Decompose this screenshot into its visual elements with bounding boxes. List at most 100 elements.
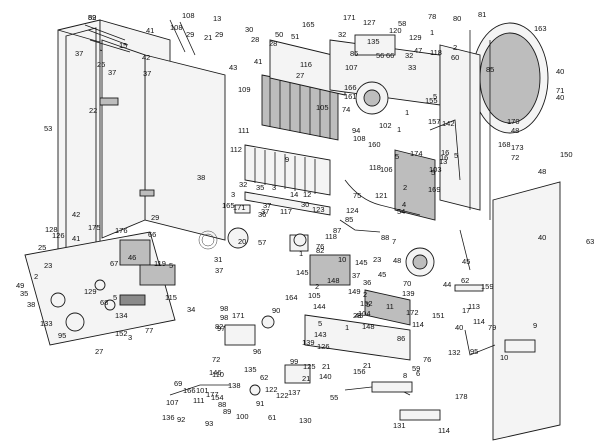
part-number-label: 32 [405, 51, 413, 60]
part-number-label: 2 [403, 183, 407, 192]
bottom-pipe [371, 381, 413, 393]
part-number-label: 131 [393, 421, 406, 430]
burner-base [244, 191, 331, 216]
part-number-label: 177 [206, 390, 219, 399]
part-number-label: 11 [386, 302, 394, 311]
part-number-label: 6 [416, 369, 420, 378]
part-number-label: 3 [231, 190, 235, 199]
part-number-label: 87 [333, 226, 341, 235]
part-number-label: 119 [154, 259, 166, 268]
part-number-label: 34 [187, 305, 195, 314]
part-number-label: 129 [409, 33, 422, 42]
part-number-label: 157 [428, 117, 441, 126]
part-number-label: 115 [165, 293, 177, 302]
part-number-label: 53 [44, 124, 52, 133]
part-number-label: 1 [299, 249, 303, 258]
part-number-label: 95 [58, 331, 66, 340]
part-number-label: 124 [346, 206, 359, 215]
part-number-label: 40 [556, 67, 564, 76]
part-number-label: 94 [352, 126, 360, 135]
part-number-label: 163 [534, 24, 547, 33]
hydraulic-block [364, 289, 411, 326]
part-number-label: 148 [362, 322, 375, 331]
part-number-label: 36 [258, 210, 266, 219]
part-number-label: 154 [211, 393, 224, 402]
part-number-label: 74 [342, 105, 350, 114]
part-number-label: 169 [428, 185, 441, 194]
part-number-label: 118 [430, 48, 442, 57]
part-number-label: 114 [412, 320, 424, 329]
part-number-label: 86 [350, 49, 358, 58]
part-number-label: 178 [455, 392, 468, 401]
part-number-label: 76 [423, 355, 431, 364]
part-number-label: 170 [507, 117, 520, 126]
part-number-label: 133 [40, 319, 53, 328]
part-number-label: 21 [302, 374, 310, 383]
burner-assembly [244, 144, 331, 196]
part-number-label: 139 [302, 338, 315, 347]
part-number-label: 56 [376, 51, 384, 60]
part-number-label: 38 [27, 300, 35, 309]
part-number-label: 143 [314, 330, 327, 339]
part-number-label: 132 [448, 348, 461, 357]
part-number-label: 152 [360, 299, 373, 308]
part-number-label: 63 [586, 237, 594, 246]
control-knob-2 [65, 312, 85, 332]
part-number-label: 40 [538, 233, 546, 242]
small-fitting-2 [261, 315, 275, 329]
control-module [139, 264, 176, 286]
part-number-label: 142 [442, 119, 455, 128]
part-number-label: 44 [443, 280, 451, 289]
part-number-label: 45 [378, 270, 386, 279]
diverter-valve [224, 324, 256, 346]
part-number-label: 98 [220, 313, 228, 322]
part-number-label: 93 [205, 419, 213, 428]
part-number-label: 135 [244, 365, 257, 374]
part-number-label: 27 [296, 71, 304, 80]
part-number-label: 1 [397, 125, 401, 134]
part-number-label: 75 [353, 191, 361, 200]
part-number-label: 54 [397, 207, 405, 216]
part-number-label: 40 [556, 93, 564, 102]
part-number-label: 140 [319, 372, 332, 381]
part-number-label: 72 [511, 153, 519, 162]
part-number-label: 33 [408, 63, 416, 72]
part-number-label: 55 [330, 393, 338, 402]
part-number-label: 8 [403, 371, 407, 380]
part-number-label: 139 [402, 289, 415, 298]
part-number-label: 12 [303, 190, 311, 199]
part-number-label: 160 [368, 140, 381, 149]
part-number-label: 9 [533, 321, 537, 330]
seal-ring-2 [201, 233, 215, 247]
small-fitting-3 [249, 384, 261, 396]
part-number-label: 48 [538, 167, 546, 176]
part-number-label: 161 [344, 92, 357, 101]
part-number-label: 91 [256, 399, 264, 408]
part-number-label: 166 [183, 386, 196, 395]
part-number-label: 37 [215, 266, 223, 275]
part-number-label: 2 [34, 272, 38, 281]
part-number-label: 171 [233, 203, 246, 212]
part-number-label: 37 [263, 201, 271, 210]
inner-frame [101, 39, 146, 239]
part-number-label: 3 [272, 183, 276, 192]
part-number-label: 16 [441, 148, 449, 157]
part-number-label: 66 [148, 230, 156, 239]
part-number-label: 80 [453, 14, 461, 23]
part-number-label: 118 [325, 232, 337, 241]
part-number-label: 107 [166, 398, 179, 407]
part-number-label: 174 [410, 149, 423, 158]
part-number-label: 135 [367, 37, 380, 46]
part-number-label: 175 [88, 223, 101, 232]
part-number-label: 117 [280, 207, 292, 216]
part-number-label: 43 [229, 63, 237, 72]
part-number-label: 31 [214, 255, 222, 264]
part-number-label: 168 [498, 140, 511, 149]
part-number-label: 37 [108, 68, 116, 77]
part-number-label: 48 [511, 126, 519, 135]
part-number-label: 50 [275, 30, 283, 39]
part-number-label: 16 [440, 153, 448, 162]
part-number-label: 7 [392, 237, 396, 246]
